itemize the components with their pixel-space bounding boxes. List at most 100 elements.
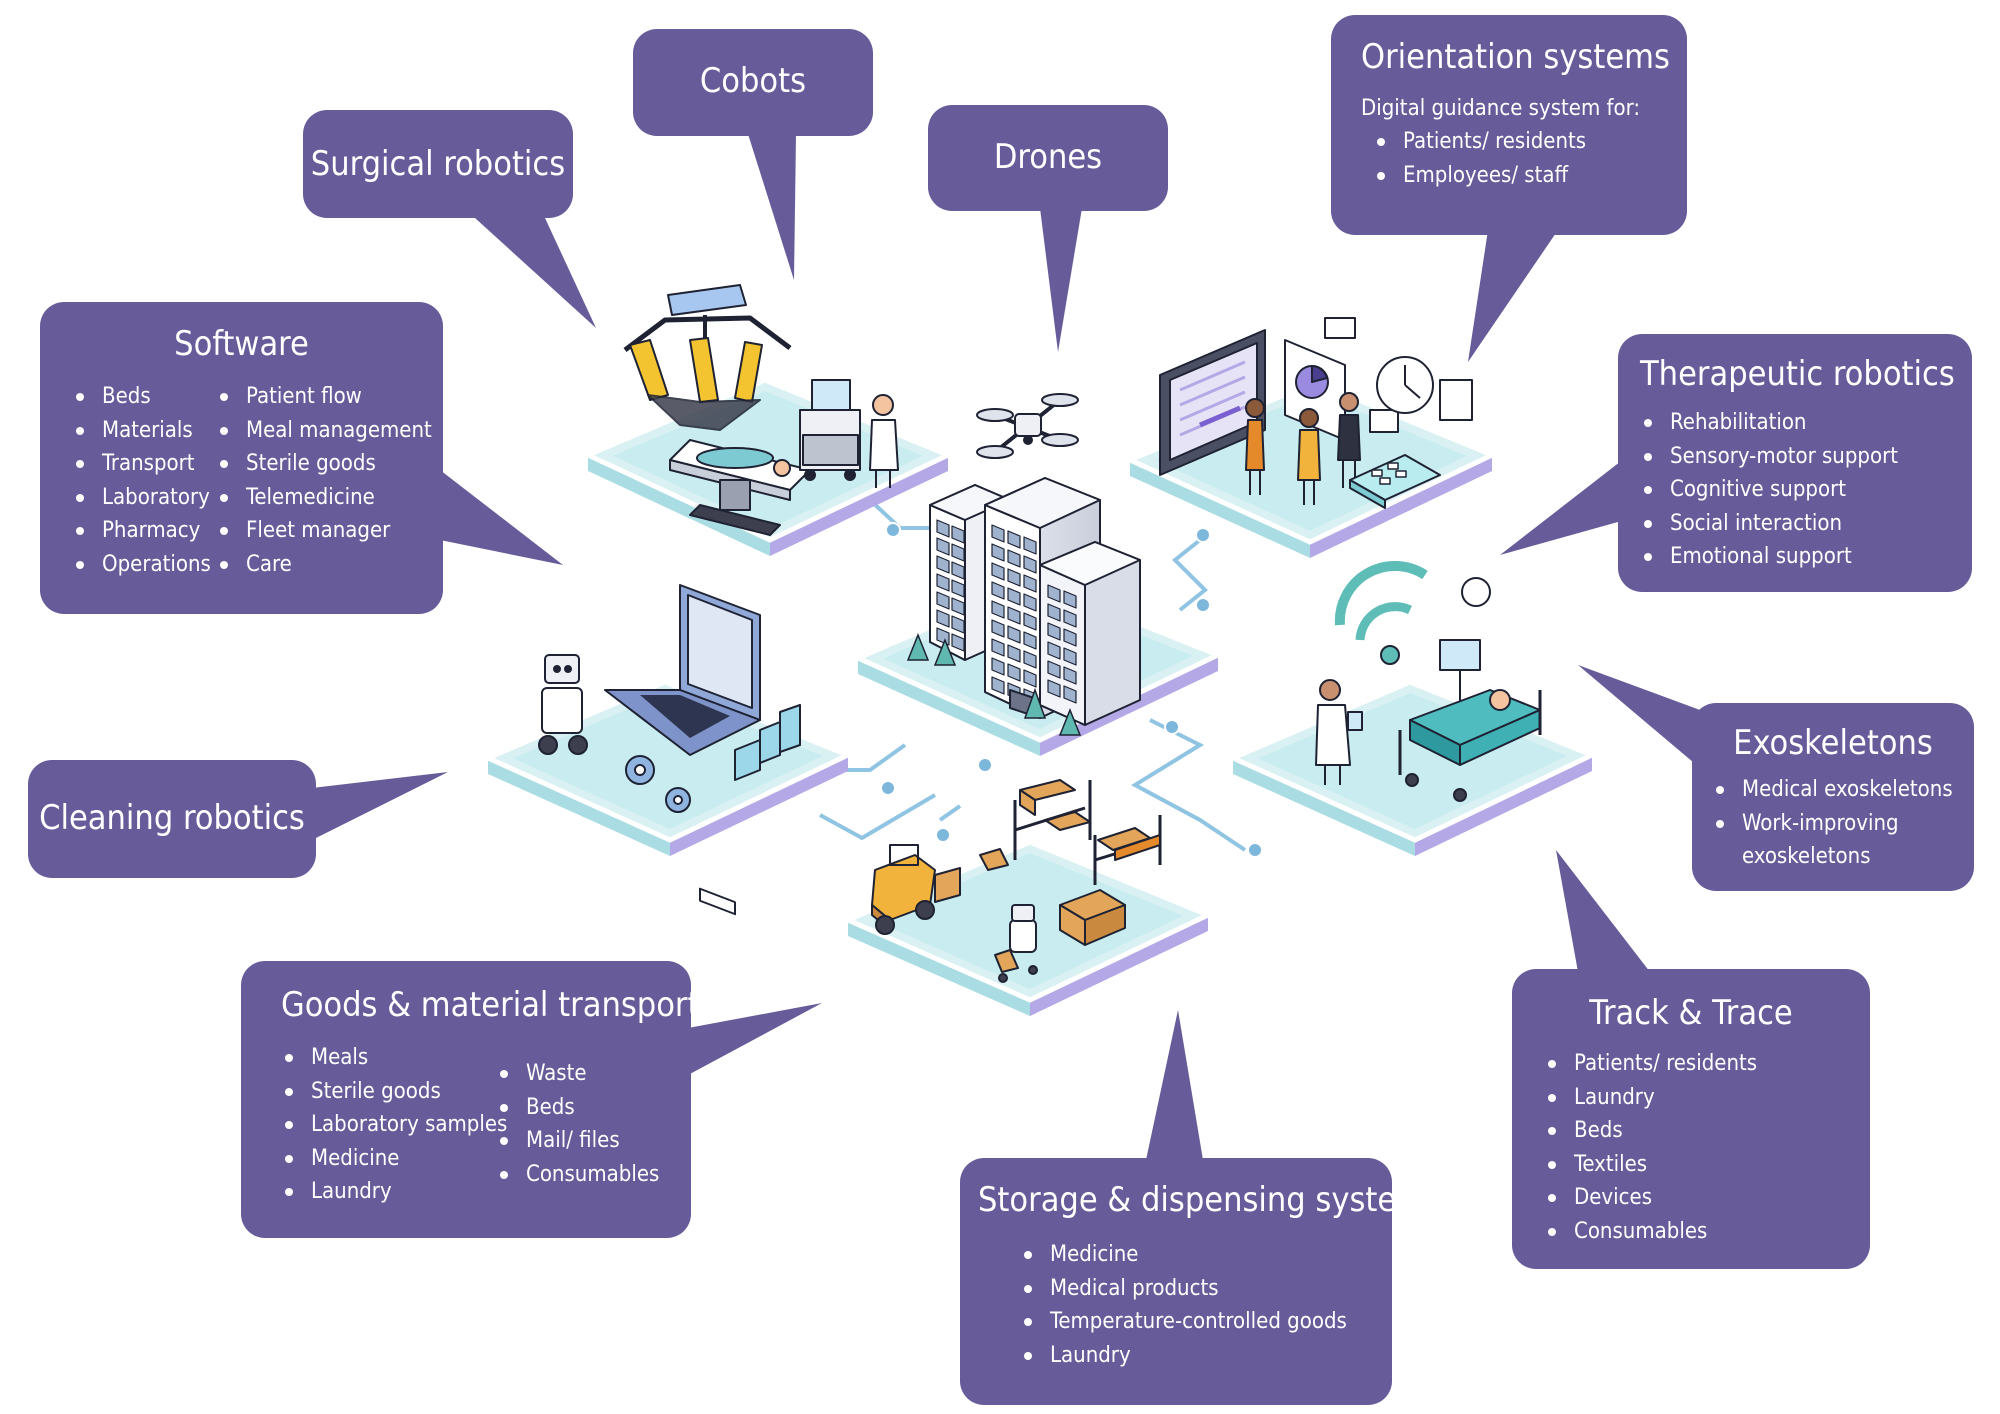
list-item: Consumables (1544, 1215, 1870, 1249)
callout-title: Exoskeletons (1733, 723, 1933, 763)
callout-list: Meals Sterile goods Laboratory samples M… (281, 1041, 507, 1209)
drone-illustration (976, 393, 1079, 459)
callout-list: Patient flow Meal management Sterile goo… (216, 380, 432, 581)
list-item: Textiles (1544, 1148, 1870, 1182)
list-item: Mail/ files (496, 1124, 659, 1158)
callout-title: Surgical robotics (310, 144, 566, 184)
callout-track-and-trace: Track & Trace Patients/ residents Laundr… (1512, 969, 1870, 1269)
list-item: Social interaction (1640, 507, 1972, 541)
patient-room-illustration (1315, 561, 1542, 802)
warehouse-storage-illustration (871, 779, 1162, 983)
list-item: Transport (72, 447, 216, 481)
pointer-track (1556, 850, 1650, 972)
callout-orientation-systems: Orientation systems Digital guidance sys… (1331, 15, 1687, 235)
connector-hospital-patient (1130, 718, 1247, 852)
list-item: Devices (1544, 1181, 1870, 1215)
list-item: Employees/ staff (1373, 159, 1687, 193)
connector-nodes (880, 522, 1263, 858)
connector-hospital-storage (938, 804, 962, 822)
list-item: Rehabilitation (1640, 406, 1972, 440)
callout-title: Goods & material transport (281, 985, 700, 1025)
list-item: Materials (72, 414, 216, 448)
callout-surgical-robotics: Surgical robotics (303, 110, 573, 218)
callout-title: Drones (993, 137, 1103, 177)
list-item: Sterile goods (216, 447, 432, 481)
pointer-cobots (748, 134, 796, 280)
callout-list: Patients/ residents Employees/ staff (1361, 125, 1687, 192)
callout-title: Therapeutic robotics (1640, 354, 1955, 394)
list-item: Telemedicine (216, 481, 432, 515)
callout-list: Medical exoskeletons Work-improving exos… (1712, 773, 1953, 874)
callout-storage-dispensing-systems: Storage & dispensing systems Medicine Me… (960, 1158, 1442, 1405)
connector-orientation-hospital (1172, 538, 1208, 612)
list-item: Consumables (496, 1158, 659, 1192)
pointer-therapeutic (1500, 458, 1625, 555)
list-item: Waste (496, 1057, 659, 1091)
callout-drones: Drones (928, 105, 1168, 211)
callout-software: Software Beds Materials Transport Labora… (40, 302, 443, 614)
list-item: Temperature-controlled goods (1020, 1305, 1392, 1339)
callout-list: Waste Beds Mail/ files Consumables (496, 1057, 659, 1209)
callout-list: Beds Materials Transport Laboratory Phar… (72, 380, 216, 581)
list-item: Patients/ residents (1544, 1047, 1870, 1081)
list-item: Laboratory (72, 481, 216, 515)
callout-therapeutic-robotics: Therapeutic robotics Rehabilitation Sens… (1618, 334, 1972, 592)
list-item: Meal management (216, 414, 432, 448)
callout-goods-material-transport: Goods & material transport Meals Sterile… (241, 961, 700, 1238)
list-item: Work-improving exoskeletons (1712, 807, 1942, 874)
callout-title: Cobots (699, 61, 807, 101)
tree-illustrations (906, 632, 1082, 736)
list-item: Medicine (1020, 1238, 1392, 1272)
pointer-surgical (475, 218, 596, 328)
list-item: Sensory-motor support (1640, 440, 1972, 474)
pointer-exoskeletons (1578, 665, 1700, 768)
list-item: Patient flow (216, 380, 432, 414)
list-item: Patients/ residents (1373, 125, 1687, 159)
callout-cleaning-robotics: Cleaning robotics (28, 760, 316, 878)
laptop-software-illustration (538, 584, 801, 916)
list-item: Pharmacy (72, 514, 216, 548)
list-item: Medicine (281, 1142, 496, 1176)
list-item: Laundry (281, 1175, 496, 1209)
callout-title: Track & Trace (1589, 993, 1793, 1033)
pointer-goods (688, 1003, 822, 1075)
pointer-cleaning (312, 772, 448, 840)
list-item: Meals (281, 1041, 496, 1075)
list-item: Cognitive support (1640, 473, 1972, 507)
list-item: Beds (496, 1091, 659, 1125)
list-item: Medical products (1020, 1272, 1392, 1306)
pointer-orientation (1468, 230, 1558, 362)
list-item: Operations (72, 548, 216, 582)
callout-list: Patients/ residents Laundry Beds Textile… (1544, 1047, 1870, 1248)
callout-title: Orientation systems (1361, 37, 1670, 77)
list-item: Fleet manager (216, 514, 432, 548)
list-item: Beds (1544, 1114, 1870, 1148)
callout-title: Software (174, 324, 309, 364)
callout-subtitle: Digital guidance system for: (1361, 96, 1641, 121)
connector-laptop-storage (819, 793, 937, 841)
pointer-storage (1146, 1010, 1203, 1160)
surgical-robot-illustration (623, 284, 899, 536)
list-item: Laundry (1544, 1081, 1870, 1115)
callout-cobots: Cobots (633, 29, 873, 136)
list-item: Laboratory samples (281, 1108, 507, 1142)
list-item: Laundry (1020, 1339, 1392, 1373)
callout-title: Cleaning robotics (39, 798, 305, 838)
callout-list: Rehabilitation Sensory-motor support Cog… (1640, 406, 1972, 574)
pointer-drones (1040, 208, 1082, 352)
list-item: Care (216, 548, 432, 582)
callout-title: Storage & dispensing systems (978, 1180, 1442, 1220)
callout-list: Medicine Medical products Temperature-co… (1020, 1238, 1392, 1372)
callout-columns: Meals Sterile goods Laboratory samples M… (281, 1041, 691, 1209)
list-item: Emotional support (1640, 540, 1972, 574)
callout-exoskeletons: Exoskeletons Medical exoskeletons Work-i… (1692, 703, 1974, 891)
pointer-software (440, 470, 563, 565)
orientation-illustration (1159, 317, 1473, 509)
list-item: Beds (72, 380, 216, 414)
list-item: Sterile goods (281, 1075, 496, 1109)
callout-columns: Beds Materials Transport Laboratory Phar… (72, 380, 443, 581)
list-item: Medical exoskeletons (1712, 773, 1953, 807)
